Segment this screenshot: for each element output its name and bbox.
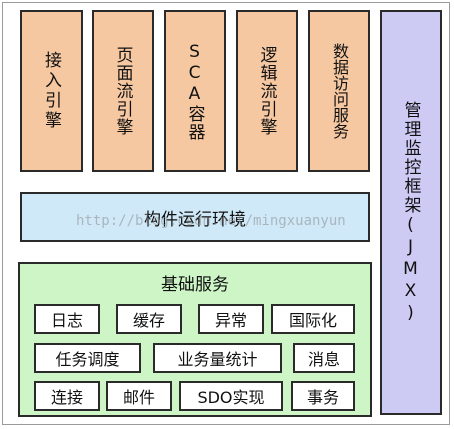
service-exception: 异常 (198, 304, 264, 334)
basic-services: 基础服务 日志 缓存 异常 国际化 任务调度 业务量统计 消息 连接 邮件 SD… (18, 262, 372, 417)
engine-sca: SCA容器 (164, 10, 226, 172)
management-framework: 管理监控框架(JMX) (380, 10, 442, 415)
service-transaction: 事务 (291, 381, 355, 411)
service-message: 消息 (293, 343, 355, 373)
component-runtime: 构件运行环境 (20, 192, 370, 242)
service-cache: 缓存 (116, 304, 182, 334)
engine-sca-label: SCA容器 (184, 41, 205, 141)
service-sdo: SDO实现 (179, 381, 283, 411)
management-framework-label: 管理监控框架(JMX) (400, 100, 421, 325)
engine-access: 接入引擎 (20, 10, 83, 172)
component-runtime-label: 构件运行环境 (144, 209, 246, 230)
service-connection: 连接 (34, 381, 100, 411)
service-task-scheduling: 任务调度 (34, 343, 141, 373)
service-mail: 邮件 (106, 381, 172, 411)
engine-logicflow: 逻辑流引擎 (236, 10, 298, 172)
service-volume-stats: 业务量统计 (153, 343, 282, 373)
engine-pageflow-label: 页面流引擎 (112, 46, 133, 136)
engine-dataaccess: 数据访问服务 (308, 10, 370, 172)
engine-pageflow: 页面流引擎 (92, 10, 154, 172)
engine-dataaccess-label: 数据访问服务 (330, 43, 349, 139)
engine-logicflow-label: 逻辑流引擎 (256, 46, 277, 136)
service-log: 日志 (34, 304, 100, 334)
basic-services-title: 基础服务 (161, 275, 229, 295)
service-i18n: 国际化 (271, 304, 355, 334)
engine-access-label: 接入引擎 (41, 51, 61, 131)
